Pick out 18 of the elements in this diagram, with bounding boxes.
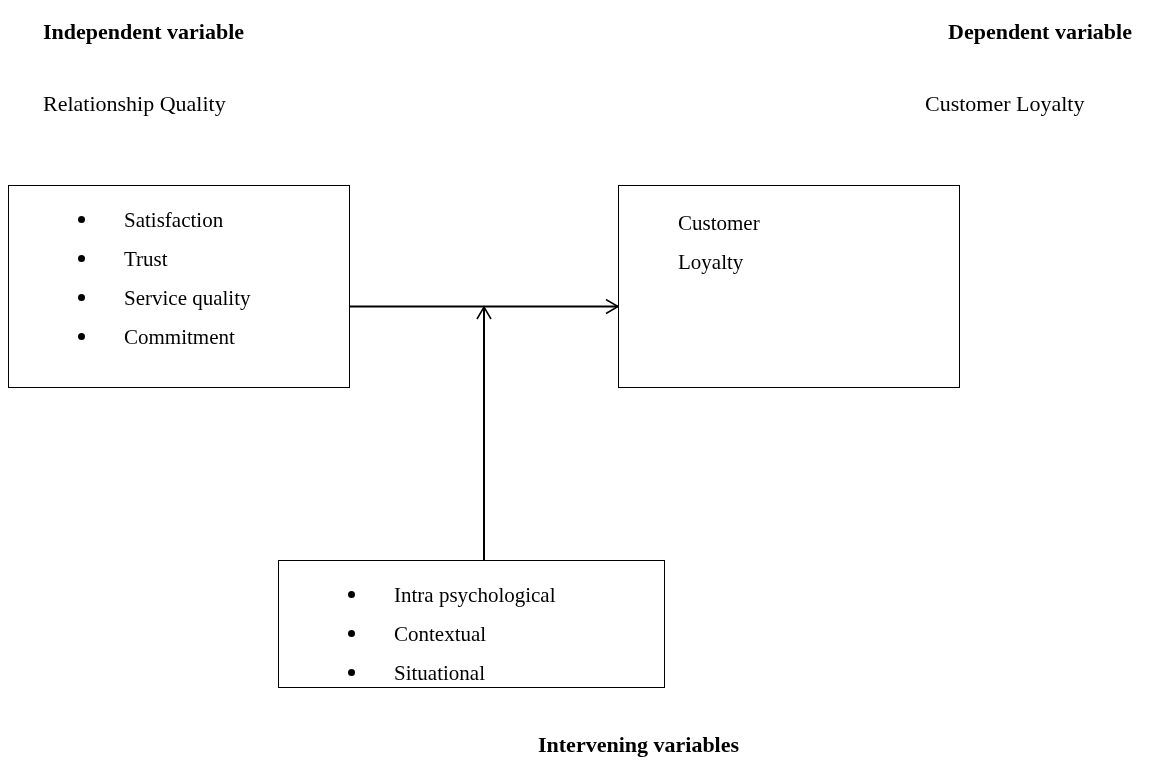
list-item: Situational [394, 659, 485, 686]
list-item: Contextual [394, 620, 487, 647]
box-text: Customer Loyalty [678, 210, 761, 276]
heading: Independent variable [43, 18, 245, 46]
variable-label: Relationship Quality [43, 90, 226, 118]
arrow [349, 298, 619, 315]
list-item: Commitment [124, 323, 235, 350]
list-item: Service quality [124, 284, 251, 311]
variable-label: Customer Loyalty [925, 90, 1085, 118]
heading: Intervening variables [538, 731, 740, 759]
text-box [618, 185, 960, 388]
list-box [8, 185, 350, 388]
arrow [476, 306, 492, 561]
heading: Dependent variable [948, 18, 1132, 46]
list-item: Satisfaction [124, 206, 224, 233]
list-box [278, 560, 665, 688]
list-item: Intra psychological [394, 581, 556, 608]
list-item: Trust [124, 245, 168, 272]
